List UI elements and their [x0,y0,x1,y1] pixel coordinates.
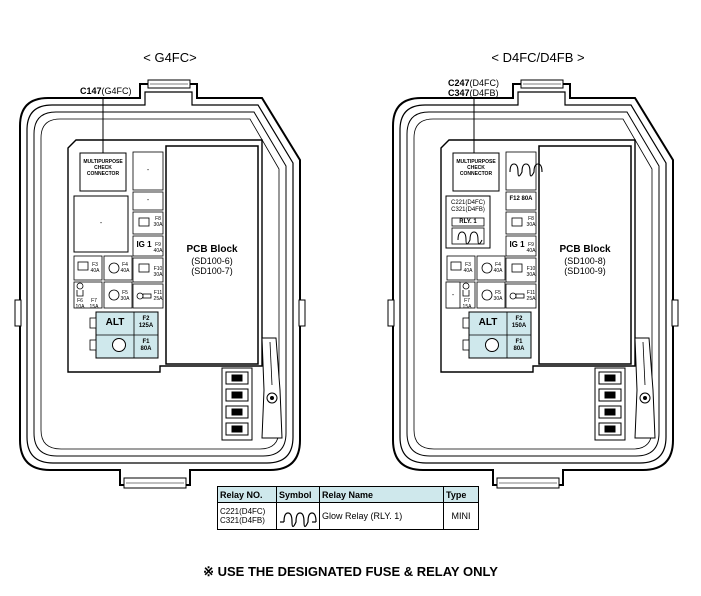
right-pcb-block-title: PCB Block [559,244,611,255]
left-slot-dash-3: - [99,220,103,227]
right-pcb-ref-1: (SD100-8) [564,256,606,266]
right-fuse-icon [485,338,499,352]
right-connector-label-1: C247(D4FC) [448,78,499,88]
right-glow-relay-coil-icon [509,163,543,177]
left-horn-icon [76,282,84,297]
right-variant-title: < D4FC/D4FB > [491,50,585,65]
relay-table: Relay NO. Symbol Relay Name Type C221(D4… [217,486,479,530]
right-fuse-f12: F12 80A [509,196,533,202]
relay-table-header: Relay NO. Symbol Relay Name Type [217,486,479,503]
left-connector-label: C147(G4FC) [80,86,132,96]
right-key-icon [509,292,525,300]
right-ig1-relay: IG 1 [509,240,525,249]
left-connector-code: C147 [80,86,102,96]
right-pcb-ref-2: (SD100-9) [564,266,606,276]
cell-type: MINI [443,502,479,530]
left-variant-title: < G4FC> [143,50,197,65]
right-connector-variant-1: (D4FC) [469,78,500,88]
right-connector-code-2: C347 [448,88,470,98]
left-empty-slot [73,195,129,253]
table-row: C221(D4FC)C321(D4FB) Glow Relay (RLY. 1)… [217,502,479,530]
left-pcb-ref-2: (SD100-7) [191,266,233,276]
left-pcb-block-title: PCB Block [186,244,238,255]
left-ig1-relay: IG 1 [136,240,152,249]
left-housing [14,79,306,489]
left-slot-dash-2: - [146,197,150,204]
right-connector-code-1: C247 [448,78,470,88]
right-relay-label: RLY. 1 [459,219,477,225]
cell-symbol [276,502,320,530]
header-symbol: Symbol [276,486,320,503]
left-connector-variant: (G4FC) [101,86,132,96]
header-relay-no: Relay NO. [217,486,277,503]
right-alt-label: ALT [478,317,498,328]
left-slot-dash-1: - [146,167,150,174]
right-relay-coil-icon [457,231,483,245]
left-alt-label: ALT [105,317,125,328]
left-fuse-icon [112,338,126,352]
right-connector-label-2: C347(D4FB) [448,88,499,98]
right-horn-icon [462,282,470,297]
footer-notice: ※ USE THE DESIGNATED FUSE & RELAY ONLY [203,564,498,579]
right-slot-dash: - [451,292,455,299]
right-relay-code: C221(D4FC)C321(D4FB) [450,200,485,213]
header-type: Type [443,486,479,503]
header-relay-name: Relay Name [319,486,444,503]
left-pcb-ref-1: (SD100-6) [191,256,233,266]
cell-relay-name: Glow Relay (RLY. 1) [319,502,444,530]
cell-relay-no: C221(D4FC)C321(D4FB) [217,502,277,530]
right-connector-variant-2: (D4FB) [469,88,499,98]
left-key-icon [136,292,152,300]
right-housing [387,79,679,489]
